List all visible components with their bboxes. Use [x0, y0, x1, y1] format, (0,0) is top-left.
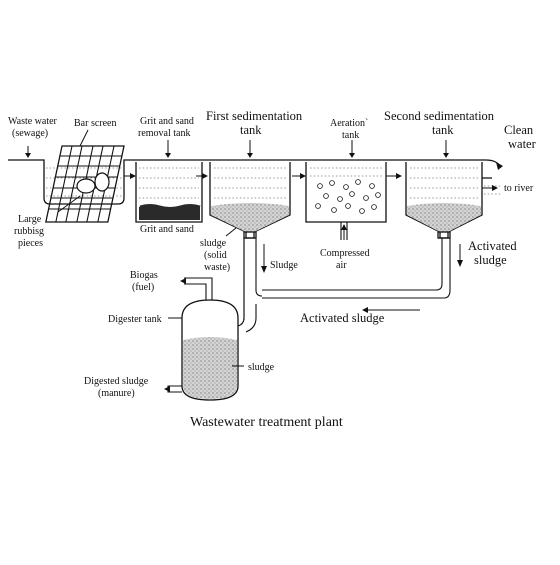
label-aeration-2: tank: [342, 130, 359, 141]
label-activated-right-1: Activated: [468, 239, 517, 253]
label-activated-pipe: Activated sludge: [300, 311, 385, 325]
label-grit-tank-1: Grit and sand: [140, 116, 194, 127]
label-arrows: [25, 129, 449, 367]
label-clean-water-1: Clean: [504, 123, 534, 137]
flow-arrows: [124, 173, 498, 191]
label-second-sed-1: Second sedimentation: [384, 109, 495, 123]
label-activated-right-2: sludge: [474, 253, 507, 267]
sludge-pipes: [237, 238, 451, 333]
label-grit-and-sand: Grit and sand: [140, 224, 194, 235]
rubbish-pieces: [76, 172, 110, 194]
label-sludge-solid-1: sludge: [200, 238, 227, 249]
label-waste-water: Waste water: [8, 116, 58, 127]
label-sludge-arrow: Sludge: [270, 260, 298, 271]
label-digested-2: (manure): [98, 388, 135, 399]
activated-down-arrow: [457, 244, 463, 267]
label-sewage: (sewage): [12, 128, 48, 139]
digester-tank: [164, 277, 239, 401]
label-second-sed-2: tank: [432, 123, 454, 137]
label-biogas-1: Biogas: [130, 270, 158, 281]
label-bar-screen: Bar screen: [74, 118, 116, 129]
label-sludge-solid-3: waste): [204, 262, 230, 273]
label-large-3: pieces: [18, 238, 43, 249]
first-sedimentation-tank: [204, 159, 296, 239]
label-biogas-2: (fuel): [132, 282, 154, 293]
aeration-tank: [296, 159, 392, 240]
labels: Waste water (sewage) Bar screen Grit and…: [8, 109, 537, 430]
label-first-sed-1: First sedimentation: [206, 109, 303, 123]
sludge-down-arrow: [261, 244, 267, 273]
label-digester-tank: Digester tank: [108, 314, 162, 325]
label-to-river: to river: [504, 183, 534, 194]
diagram-title: Wastewater treatment plant: [190, 415, 343, 430]
label-aeration-1: Aeration`: [330, 118, 368, 129]
label-digested-1: Digested sludge: [84, 376, 149, 387]
label-large-2: rubbisg: [14, 226, 44, 237]
label-compressed-2: air: [336, 260, 347, 271]
label-sludge-digester: sludge: [248, 362, 275, 373]
label-sludge-solid-2: (solid: [204, 250, 227, 261]
label-grit-tank-2: removal tank: [138, 128, 190, 139]
inlet-channel: [8, 159, 134, 205]
grit-removal-tank: [134, 159, 204, 223]
activated-left-arrow: [362, 307, 420, 313]
compressed-air-arrow: [341, 224, 347, 240]
second-sedimentation-tank: [392, 159, 486, 239]
label-clean-water-2: water: [508, 137, 537, 151]
label-compressed-1: Compressed: [320, 248, 369, 259]
label-first-sed-2: tank: [240, 123, 262, 137]
label-large-1: Large: [18, 214, 42, 225]
